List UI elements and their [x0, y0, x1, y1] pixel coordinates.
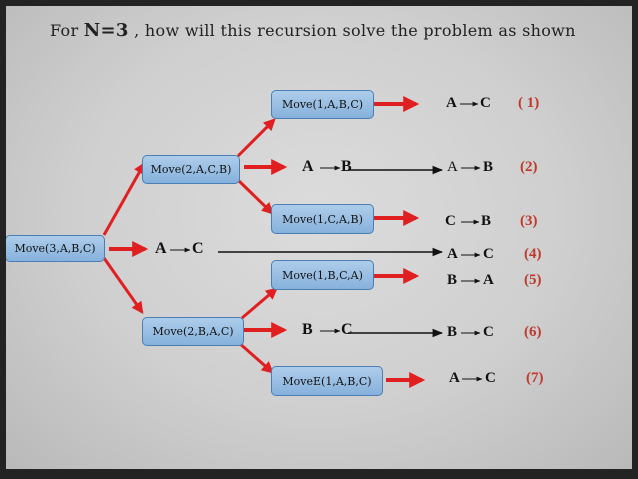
call-box-root: Move(3,A,B,C)	[6, 235, 105, 262]
step-number-2: (2)	[520, 159, 538, 175]
step-number-7: (7)	[526, 370, 544, 386]
title-n-value: N=3	[83, 20, 129, 41]
result-to-4: C	[483, 246, 494, 262]
call-box-leaf2: Move(1,C,A,B)	[271, 204, 374, 234]
result-from-1: A	[446, 95, 457, 111]
connector-layer	[102, 96, 483, 388]
inline-from-upper: A	[302, 158, 314, 175]
branch-lower-leaf4	[237, 340, 274, 374]
result-to-2: B	[483, 159, 494, 175]
call-box-leaf3: Move(1,B,C,A)	[271, 260, 374, 290]
step-number-1: ( 1)	[518, 95, 540, 111]
call-box-leaf1: Move(1,A,B,C)	[271, 90, 374, 119]
call-box-lower: Move(2,B,A,C)	[142, 317, 244, 346]
result-from-5: B	[447, 272, 458, 288]
inline-to-lower: C	[341, 321, 353, 338]
branch-lower-leaf3	[241, 287, 278, 320]
step-number-5: (5)	[524, 272, 542, 288]
result-to-6: C	[483, 324, 494, 340]
result-from-4: A	[447, 246, 458, 262]
inline-from-lower: B	[302, 321, 313, 338]
inline-to-upper: B	[341, 158, 352, 175]
call-box-upper: Move(2,A,C,B)	[142, 155, 240, 184]
inline-to-root: C	[192, 240, 204, 257]
branch-root-upper	[102, 161, 146, 236]
inline-from-root: A	[155, 240, 167, 257]
result-from-3: C	[445, 213, 456, 229]
branch-upper-leaf1	[236, 118, 276, 158]
result-from-7: A	[449, 370, 460, 386]
slide: For N=3 , how will this recursion solve …	[6, 6, 632, 469]
result-from-2: A	[447, 159, 458, 175]
step-number-3: (3)	[520, 213, 538, 229]
result-from-6: B	[447, 324, 458, 340]
slide-title: For N=3 , how will this recursion solve …	[50, 20, 576, 41]
step-number-4: (4)	[524, 246, 542, 262]
title-prefix: For	[50, 21, 84, 40]
branch-root-lower	[102, 257, 144, 314]
result-to-1: C	[480, 95, 491, 111]
step-number-6: (6)	[524, 324, 542, 340]
branch-upper-leaf2	[236, 178, 274, 215]
result-to-7: C	[485, 370, 496, 386]
title-suffix: , how will this recursion solve the prob…	[128, 21, 576, 40]
result-to-5: A	[483, 272, 494, 288]
call-box-leaf4: MoveE(1,A,B,C)	[271, 366, 383, 396]
result-to-3: B	[481, 213, 492, 229]
